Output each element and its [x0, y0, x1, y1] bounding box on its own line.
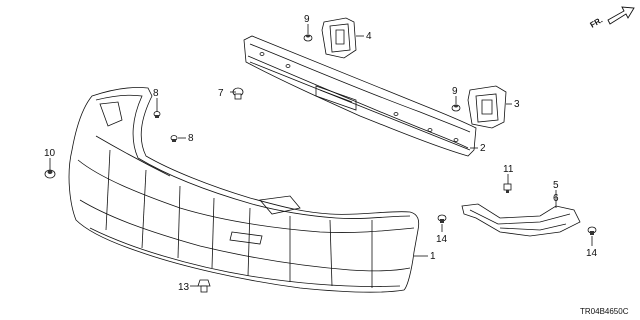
- bracket-right: [467, 85, 507, 129]
- front-direction-indicator: FR.: [589, 6, 635, 30]
- clip-icon: [153, 111, 161, 118]
- screw-icon: [197, 279, 211, 293]
- callout-2: 2: [480, 143, 486, 154]
- callout-13: 13: [178, 282, 190, 293]
- clip-icon: [503, 183, 512, 193]
- front-direction-label: FR.: [589, 15, 605, 29]
- nut-icon: [451, 104, 461, 112]
- nut-icon: [303, 34, 313, 42]
- arrow-icon: [607, 6, 635, 25]
- clip-icon: [170, 135, 178, 142]
- clip-icon: [437, 214, 447, 223]
- screw-icon: [232, 87, 244, 100]
- callout-8-lower: 8: [188, 133, 194, 144]
- fastener-icon: [44, 169, 56, 179]
- callout-9-upper: 9: [304, 14, 310, 25]
- callout-4: 4: [366, 31, 372, 42]
- callout-6: 6: [553, 193, 559, 204]
- callouts: 1 2 3 4 5 6 7 8 8 9 9 10 11 13 14 14: [44, 14, 598, 293]
- bumper-beam: [243, 35, 477, 157]
- callout-10: 10: [44, 148, 56, 159]
- callout-3: 3: [514, 99, 520, 110]
- side-spacer: [461, 203, 581, 237]
- bumper-face: [68, 87, 420, 293]
- callout-14-right: 14: [586, 248, 598, 259]
- callout-14-left: 14: [436, 234, 448, 245]
- callout-9-right: 9: [452, 86, 458, 97]
- clip-icon: [587, 226, 597, 235]
- callout-11: 11: [503, 164, 514, 175]
- fasteners: [44, 34, 597, 293]
- callout-1: 1: [430, 251, 436, 262]
- diagram-code: TR04B4650C: [580, 307, 629, 316]
- bracket-left: [321, 17, 357, 59]
- callout-5: 5: [553, 180, 559, 191]
- callout-7: 7: [218, 88, 224, 99]
- leader-lines: [49, 24, 593, 287]
- callout-8-upper: 8: [153, 88, 159, 99]
